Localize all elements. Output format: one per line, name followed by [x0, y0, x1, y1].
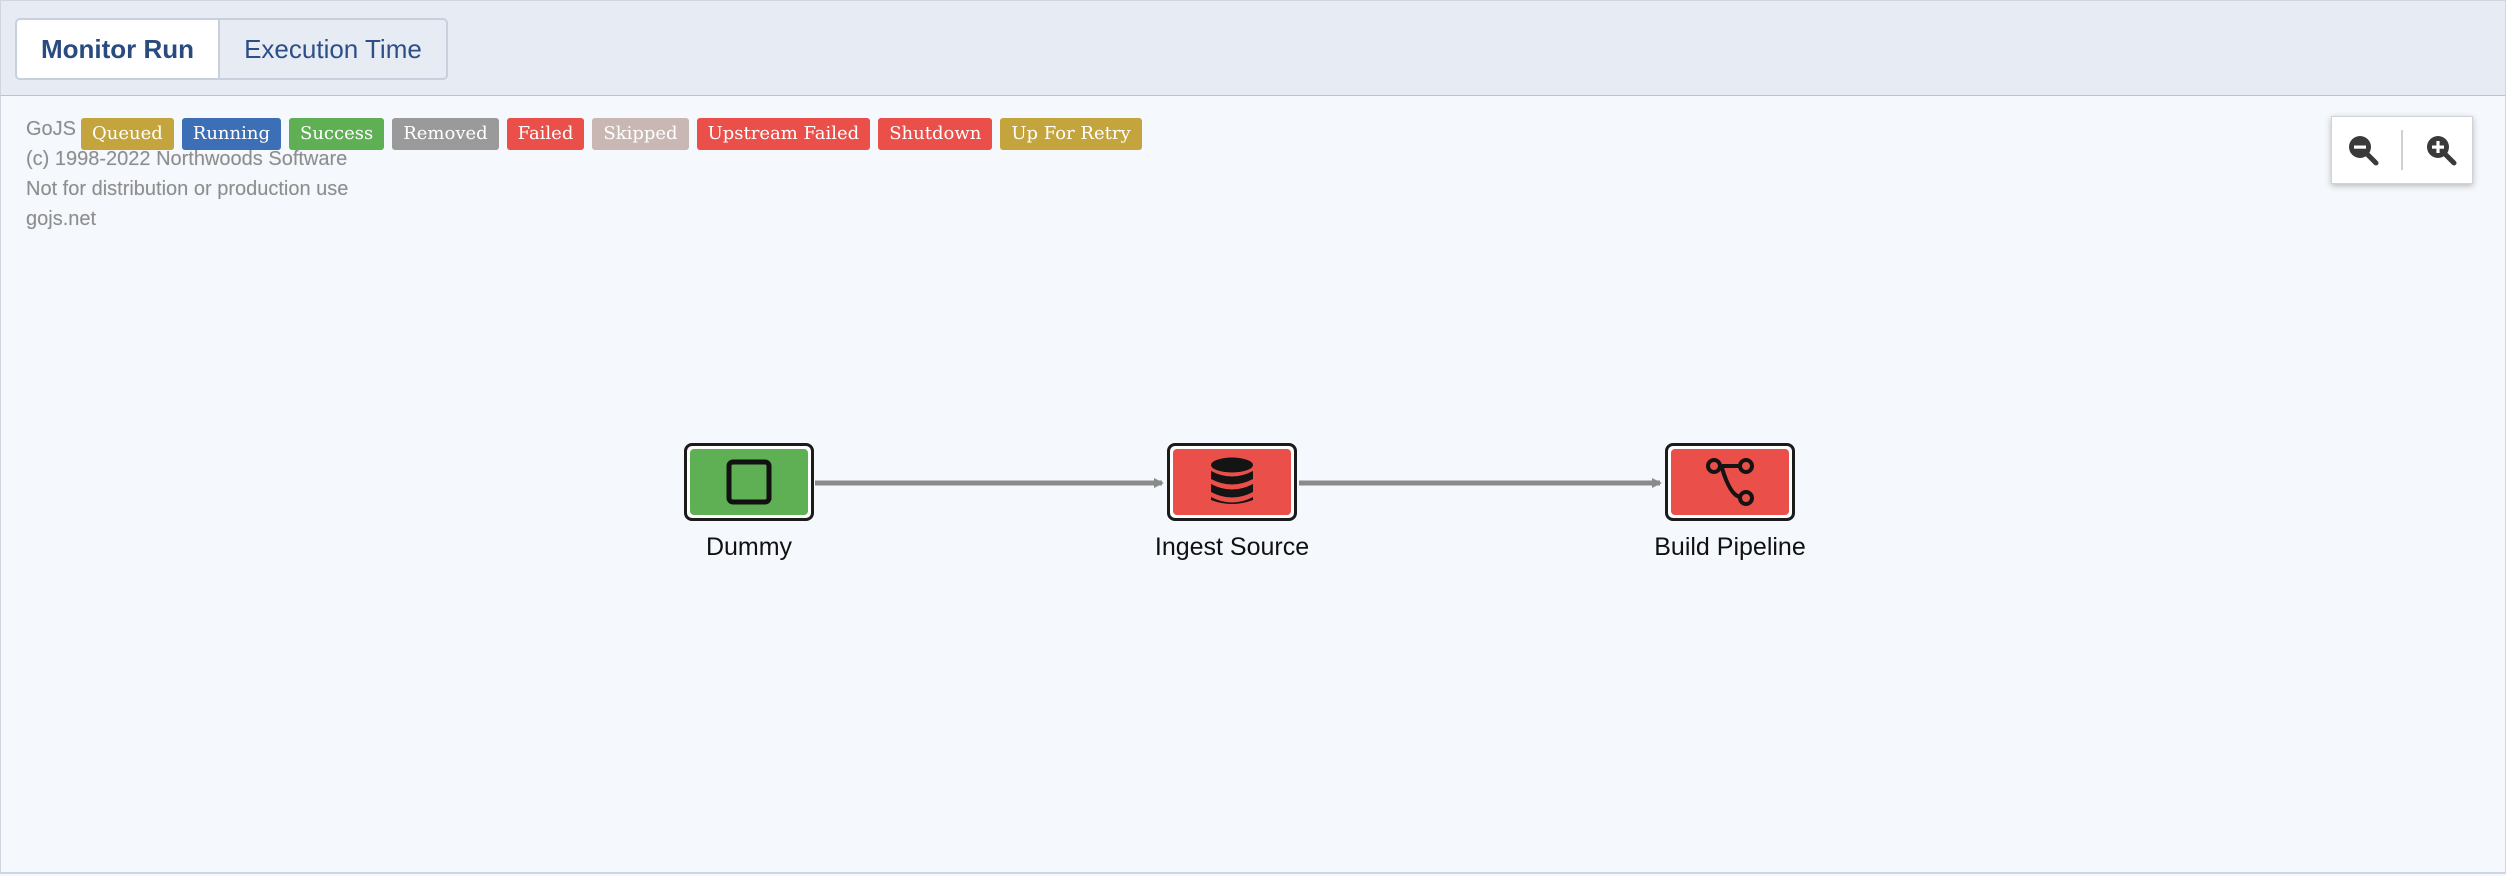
watermark-line: (c) 1998-2022 Northwoods Software — [26, 148, 348, 170]
zoom-separator — [2400, 130, 2403, 170]
legend-queued: Queued — [81, 118, 174, 150]
top-bar: Monitor Run Execution Time — [0, 0, 2506, 96]
zoom-in-button[interactable] — [2416, 125, 2466, 175]
task-status-failed — [1173, 449, 1291, 515]
task-status-success — [690, 449, 808, 515]
legend-success: Success — [288, 118, 385, 150]
view-tabs: Monitor Run Execution Time — [15, 18, 448, 80]
task-label-ingest-source: Ingest Source — [1154, 533, 1310, 561]
dependency-edges — [815, 478, 1662, 488]
legend-removed: Removed — [392, 118, 499, 150]
zoom-in-icon — [2426, 136, 2457, 166]
diagram-canvas[interactable]: GoJS evaluation (c) 1998-2022 Northwoods… — [0, 96, 2506, 874]
watermark-line: Not for distribution or production use — [26, 178, 349, 200]
legend-up-for-retry: Up For Retry — [1000, 118, 1142, 150]
watermark-line: gojs.net — [26, 208, 97, 230]
zoom-out-icon — [2349, 136, 2379, 166]
gojs-watermark: GoJS evaluation (c) 1998-2022 Northwoods… — [26, 114, 348, 234]
legend-shutdown: Shutdown — [878, 118, 993, 150]
task-label-build-pipeline: Build Pipeline — [1654, 533, 1806, 561]
legend-failed: Failed — [506, 118, 585, 150]
task-node-dummy[interactable] — [684, 443, 814, 521]
legend-skipped: Skipped — [592, 118, 689, 150]
tab-execution-time[interactable]: Execution Time — [244, 33, 422, 64]
branch-icon — [1706, 458, 1754, 506]
tab-monitor-run[interactable]: Monitor Run — [17, 20, 221, 78]
legend-running: Running — [181, 118, 281, 150]
zoom-out-button[interactable] — [2338, 125, 2388, 175]
database-icon — [1211, 457, 1253, 504]
zoom-controls — [2331, 116, 2473, 184]
task-status-failed — [1671, 449, 1789, 515]
task-node-build-pipeline[interactable] — [1665, 443, 1795, 521]
status-legend: Queued Running Success Removed Failed Sk… — [81, 118, 1142, 150]
square-icon — [726, 459, 772, 505]
legend-upstream-failed: Upstream Failed — [696, 118, 871, 150]
task-node-ingest-source[interactable] — [1167, 443, 1297, 521]
task-label-dummy: Dummy — [705, 533, 793, 561]
